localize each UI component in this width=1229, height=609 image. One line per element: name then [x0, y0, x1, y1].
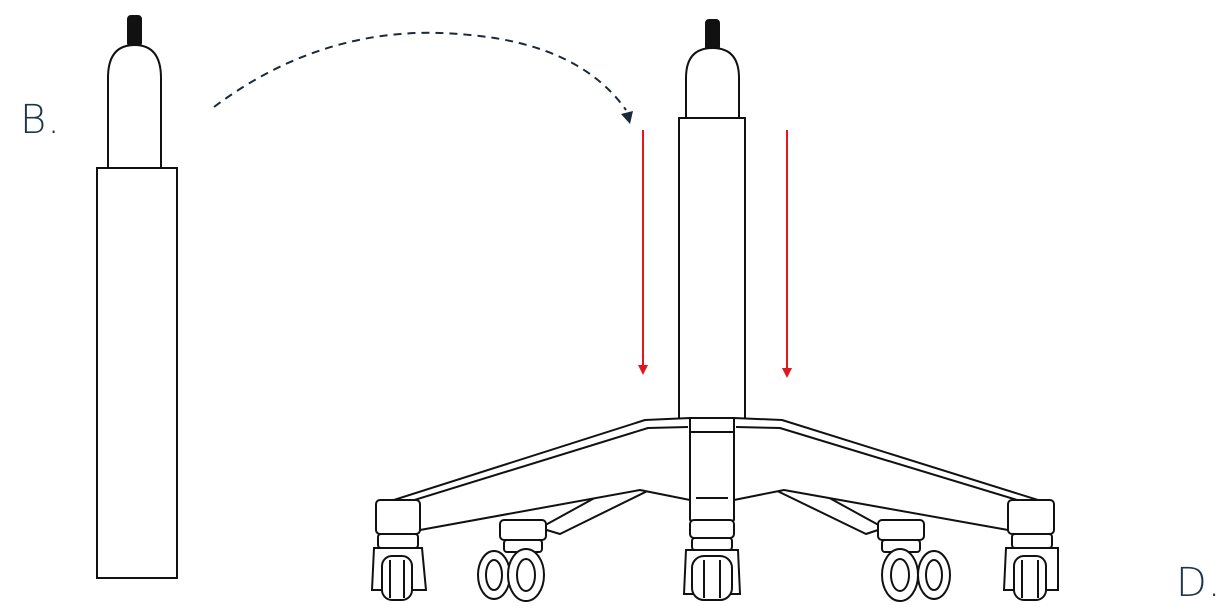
caster-2 [477, 539, 545, 602]
caster-5 [1002, 533, 1059, 601]
base-leg-front-left [377, 417, 691, 533]
gas-cylinder-installed [678, 19, 746, 421]
chair-base [375, 417, 1055, 541]
column-body [678, 117, 746, 421]
leg-cap-back-right [877, 519, 925, 541]
column-cap [685, 46, 740, 119]
gas-cylinder-loose [96, 15, 178, 579]
caster-3 [682, 537, 742, 601]
leg-cap-back-left [499, 519, 547, 541]
leg-cap-left [375, 499, 421, 535]
cylinder-top-pin [127, 15, 142, 47]
step-label-b: B. [20, 97, 61, 143]
cylinder-cap [107, 43, 162, 169]
base-leg-front-right [733, 417, 1055, 533]
leg-cap-right [1007, 499, 1055, 535]
casters [370, 533, 1059, 602]
step-label-d: D. [1176, 560, 1222, 606]
caster-4 [881, 539, 951, 602]
leg-cap-center [689, 519, 735, 539]
base-hub [689, 417, 735, 527]
insert-arrows [638, 130, 792, 378]
cylinder-body [96, 167, 178, 579]
column-top-pin [705, 19, 720, 51]
caster-1 [370, 533, 428, 601]
move-arrow-dashed [213, 31, 633, 124]
